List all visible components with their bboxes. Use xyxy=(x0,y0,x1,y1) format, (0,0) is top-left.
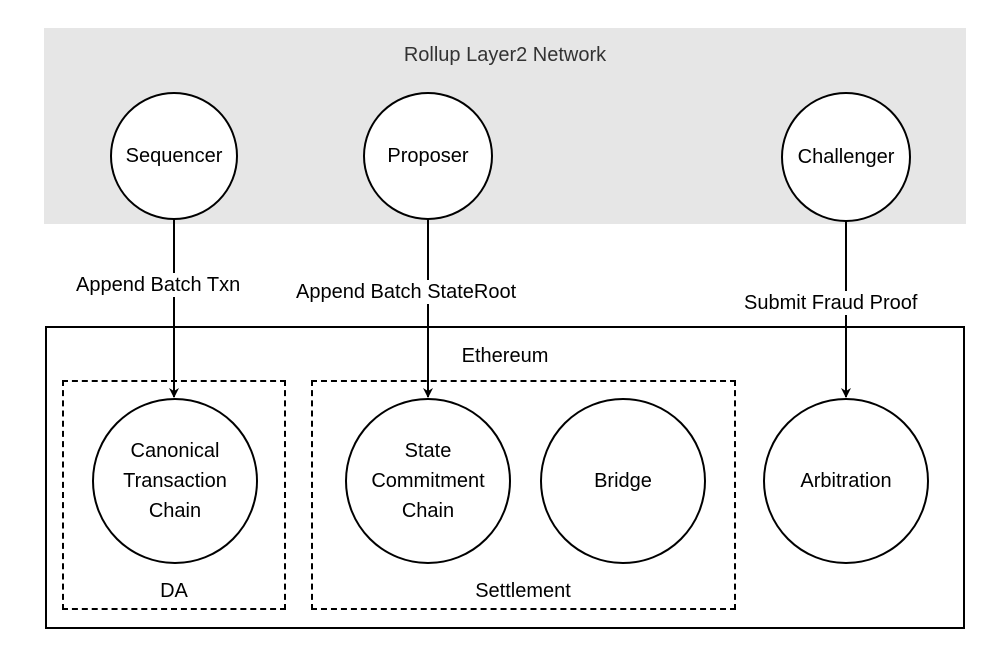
sequencer-node: Sequencer xyxy=(110,92,238,220)
edge-label-append-batch-txn: Append Batch Txn xyxy=(76,273,241,297)
proposer-node: Proposer xyxy=(363,92,493,220)
scc-label-line-2: Commitment xyxy=(371,470,485,492)
ctc-label-line-1: Canonical xyxy=(130,440,220,462)
edge-label-submit-fraud-proof: Submit Fraud Proof xyxy=(744,291,918,315)
arbitration-node: Arbitration xyxy=(763,398,929,564)
ethereum-container xyxy=(45,326,965,629)
canonical-transaction-chain-node: Canonical Transaction Chain xyxy=(92,398,258,564)
state-commitment-chain-node: State Commitment Chain xyxy=(345,398,511,564)
bridge-node: Bridge xyxy=(540,398,706,564)
edge-label-append-batch-stateroot: Append Batch StateRoot xyxy=(296,280,517,304)
ctc-label-line-3: Chain xyxy=(148,500,202,522)
challenger-label: Challenger xyxy=(797,146,895,168)
sequencer-label: Sequencer xyxy=(125,145,223,167)
scc-label-line-3: Chain xyxy=(401,500,455,522)
da-group-label: DA xyxy=(160,580,188,602)
proposer-label: Proposer xyxy=(387,145,469,167)
layer2-network-title: Rollup Layer2 Network xyxy=(403,44,607,66)
settlement-group xyxy=(311,380,736,610)
challenger-node: Challenger xyxy=(781,92,911,222)
settlement-group-label: Settlement xyxy=(475,580,571,602)
ctc-label-line-2: Transaction xyxy=(123,470,227,492)
arbitration-label: Arbitration xyxy=(800,470,892,492)
scc-label-line-1: State xyxy=(404,440,452,462)
bridge-label: Bridge xyxy=(594,470,652,492)
ethereum-title: Ethereum xyxy=(461,345,549,367)
